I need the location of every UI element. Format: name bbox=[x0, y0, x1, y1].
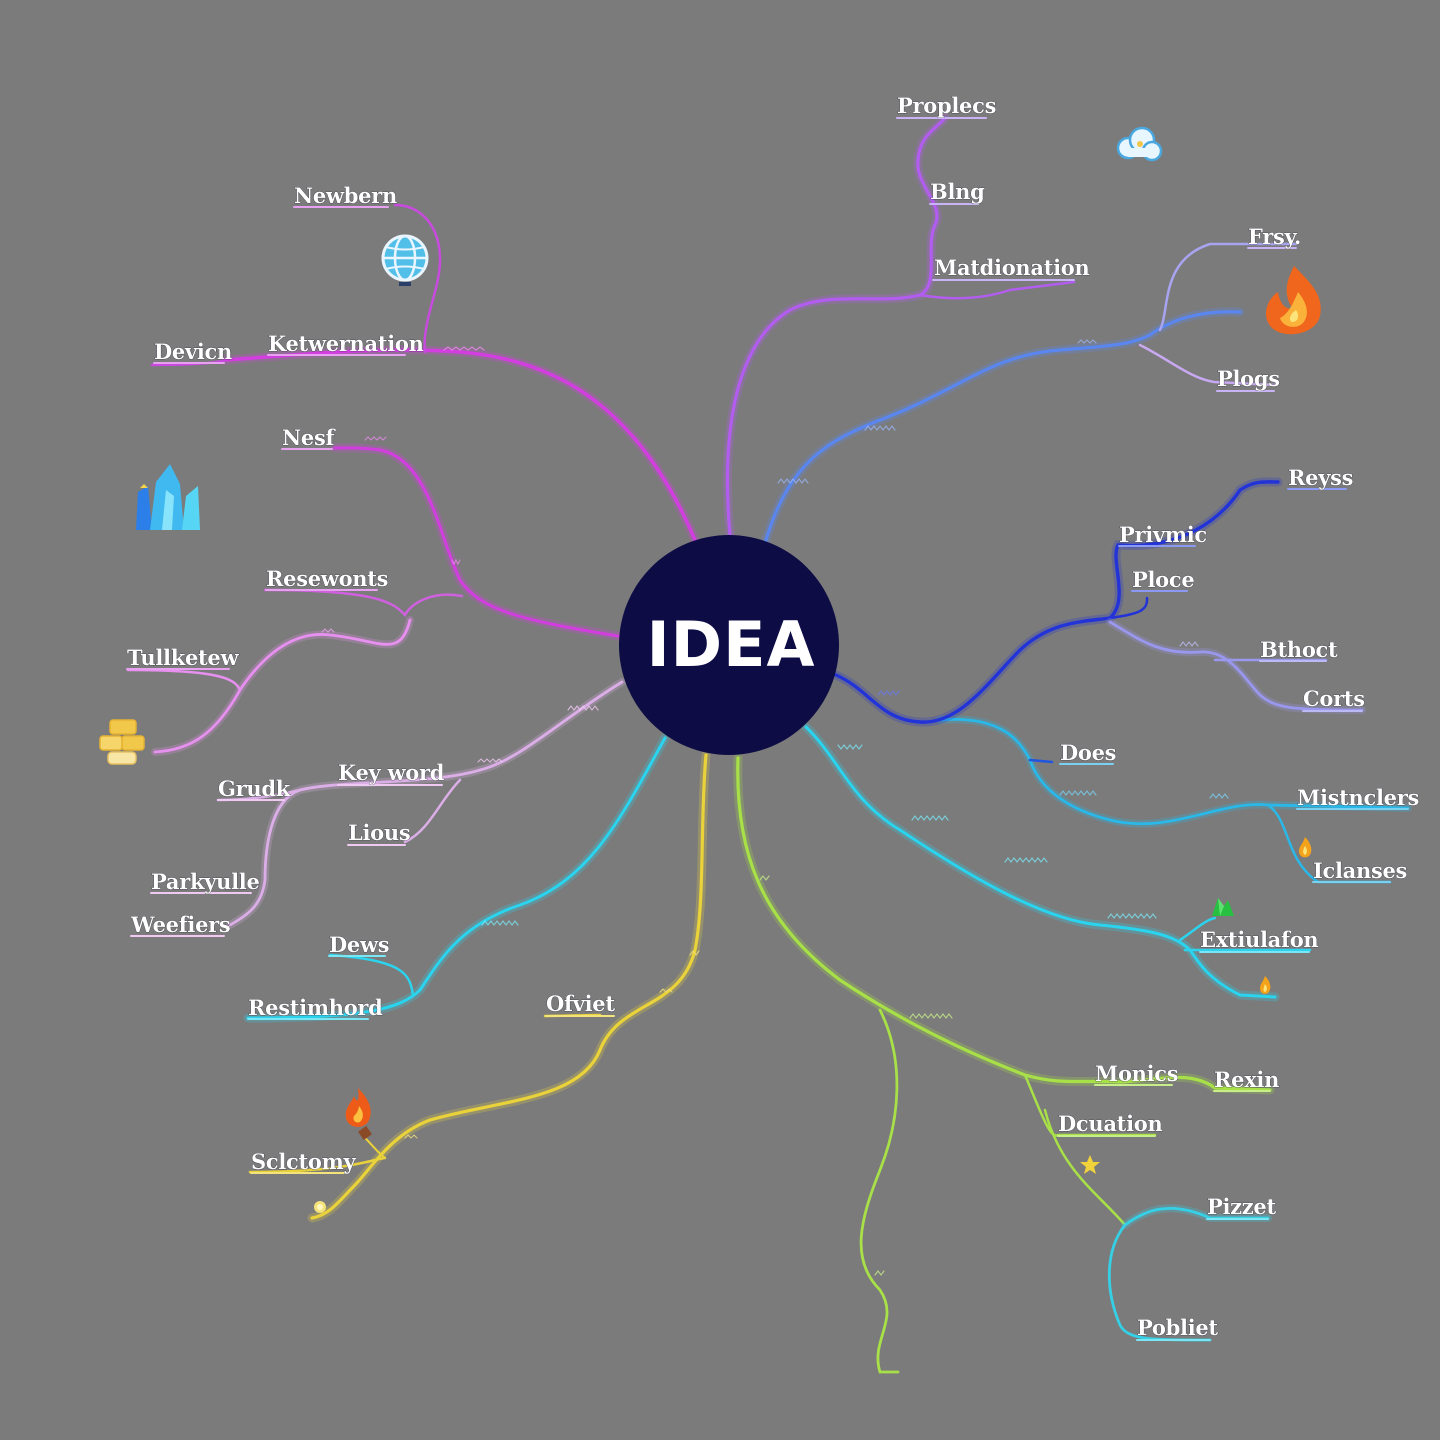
node-reyss[interactable]: Reyss bbox=[1288, 465, 1354, 491]
node-parkyulle[interactable]: Parkyulle bbox=[151, 869, 260, 895]
branch-darkblue bbox=[831, 477, 1283, 727]
node-ofviet[interactable]: Ofviet bbox=[546, 991, 616, 1017]
node-proplecs[interactable]: Proplecs bbox=[897, 93, 997, 119]
label-underlines bbox=[126, 117, 1409, 1341]
fire-icon bbox=[1265, 266, 1321, 335]
node-does[interactable]: Does bbox=[1060, 740, 1117, 766]
node-devicn[interactable]: Devicn bbox=[154, 339, 233, 365]
node-lious[interactable]: Lious bbox=[348, 820, 411, 846]
node-matdionation[interactable]: Matdionation bbox=[934, 255, 1090, 281]
center-label: IDEA bbox=[647, 608, 816, 681]
node-grudk[interactable]: Grudk bbox=[218, 776, 292, 802]
node-blng[interactable]: Blng bbox=[930, 179, 986, 205]
branch-violet-top bbox=[723, 113, 1076, 540]
branch-cyan-left bbox=[243, 733, 670, 1023]
node-ploce[interactable]: Ploce bbox=[1132, 567, 1195, 593]
branch-magenta-middle bbox=[263, 436, 623, 641]
node-pizzet[interactable]: Pizzet bbox=[1207, 1194, 1277, 1220]
cheese-icon bbox=[99, 719, 145, 765]
node-keyword[interactable]: Key word bbox=[338, 760, 446, 786]
node-ketwernation[interactable]: Ketwernation bbox=[268, 331, 425, 357]
node-pobliet[interactable]: Pobliet bbox=[1137, 1315, 1219, 1341]
node-rexin[interactable]: Rexin bbox=[1214, 1067, 1280, 1093]
node-tullketew[interactable]: Tullketew bbox=[127, 645, 240, 671]
branch-blue-upper-right bbox=[761, 242, 1298, 545]
node-corts[interactable]: Corts bbox=[1303, 686, 1366, 712]
node-weefiers[interactable]: Weefiers bbox=[130, 912, 231, 938]
node-privmic[interactable]: Privmic bbox=[1119, 522, 1208, 548]
node-dcuation[interactable]: Dcuation bbox=[1058, 1111, 1163, 1137]
node-nesf[interactable]: Nesf bbox=[282, 425, 337, 451]
small-flame-icon bbox=[1260, 976, 1271, 994]
node-dews[interactable]: Dews bbox=[329, 932, 390, 958]
node-plogs[interactable]: Plogs bbox=[1217, 366, 1281, 392]
star-icon bbox=[1080, 1155, 1100, 1174]
green-leaf-icon bbox=[1212, 898, 1234, 916]
node-bthoct[interactable]: Bthoct bbox=[1260, 637, 1339, 663]
node-iclanses[interactable]: Iclanses bbox=[1313, 858, 1408, 884]
node-monics[interactable]: Monics bbox=[1095, 1061, 1179, 1087]
node-extiulafon[interactable]: Extiulafon bbox=[1200, 927, 1319, 953]
node-mistnclers[interactable]: Mistnclers bbox=[1297, 785, 1420, 811]
node-labels: Proplecs Blng Matdionation Frsy. Plogs N… bbox=[127, 93, 1420, 1341]
center-node[interactable]: IDEA bbox=[619, 535, 839, 755]
icons bbox=[99, 126, 1321, 1213]
branch-pink bbox=[126, 616, 414, 756]
branch-blue-cyan-right bbox=[936, 715, 1412, 884]
node-restimhord[interactable]: Restimhord bbox=[248, 995, 384, 1021]
branch-lime bbox=[733, 753, 1275, 1374]
small-flame-icon bbox=[1299, 837, 1312, 858]
branch-cyan-right bbox=[801, 722, 1312, 1002]
node-resewonts[interactable]: Resewonts bbox=[266, 566, 389, 592]
globe-icon bbox=[381, 234, 429, 286]
node-sclctomy[interactable]: Sclctomy bbox=[251, 1149, 357, 1175]
node-frsy[interactable]: Frsy. bbox=[1248, 224, 1302, 250]
cloud-icon bbox=[1116, 126, 1163, 162]
node-newbern[interactable]: Newbern bbox=[294, 183, 398, 209]
spark-icon bbox=[314, 1201, 326, 1213]
torch-icon bbox=[345, 1088, 372, 1140]
ice-crystal-icon bbox=[136, 464, 200, 530]
center-circle bbox=[619, 535, 839, 755]
